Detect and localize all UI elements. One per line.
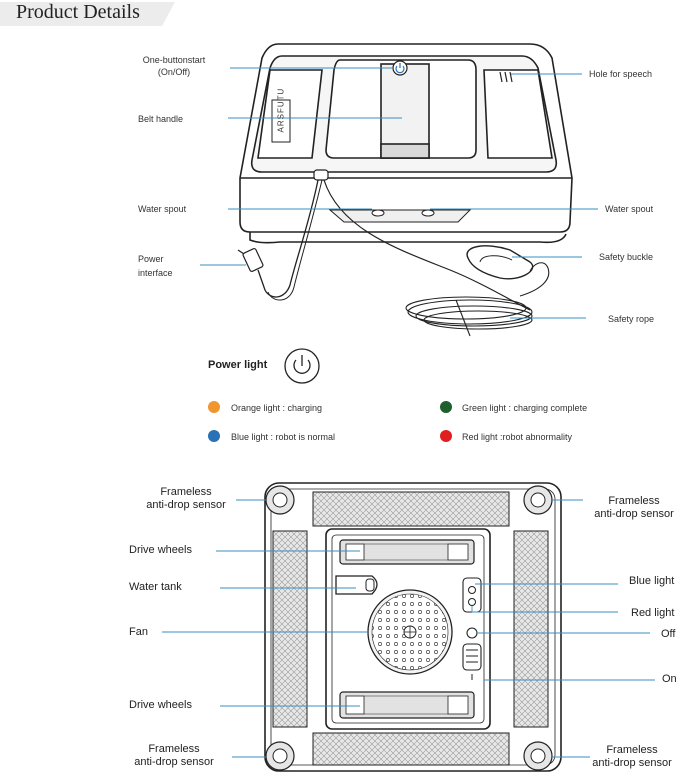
frameless-br-line1: Frameless [606, 744, 658, 756]
frameless-bl-line1: Frameless [148, 743, 200, 755]
green-light-dot [440, 401, 452, 413]
label-off: Off [661, 628, 676, 640]
label-frameless-top-right: Frameless anti-drop sensor [584, 495, 679, 521]
label-belt-handle: Belt handle [138, 114, 184, 124]
label-one-button-line1: One-buttonstart [142, 55, 206, 65]
blue-light-dot [208, 430, 220, 442]
red-light-dot [440, 430, 452, 442]
legend-blue: Blue light : robot is normal [231, 432, 336, 442]
label-drive-wheels-bottom: Drive wheels [129, 699, 192, 711]
frameless-tr-line1: Frameless [608, 495, 660, 507]
label-blue-light: Blue light [629, 575, 675, 587]
label-water-spout-right: Water spout [605, 204, 654, 214]
label-drive-wheels-top: Drive wheels [129, 544, 192, 556]
brand-text: ARSFUTU [276, 87, 286, 133]
orange-light-dot [208, 401, 220, 413]
frameless-bl-line2: anti-drop sensor [134, 756, 214, 768]
page-title: Product Details [16, 1, 140, 23]
frameless-tr-line2: anti-drop sensor [594, 508, 674, 520]
label-safety-rope: Safety rope [608, 314, 655, 324]
label-red-light: Red light [631, 607, 675, 619]
label-frameless-bottom-right: Frameless anti-drop sensor [582, 744, 679, 770]
legend-orange: Orange light : charging [231, 403, 323, 413]
robot-body [239, 43, 573, 244]
label-water-spout-left: Water spout [138, 204, 187, 214]
label-hole-for-speech: Hole for speech [589, 69, 653, 79]
label-frameless-bottom-left: Frameless anti-drop sensor [124, 743, 224, 769]
label-power-interface: Power interface [138, 253, 173, 279]
frameless-br-line2: anti-drop sensor [592, 757, 672, 769]
label-one-button-line2: (On/Off) [157, 67, 191, 77]
label-power-line2: interface [138, 268, 173, 278]
title-banner [0, 0, 180, 28]
legend-red: Red light :robot abnormality [462, 432, 573, 442]
label-on: On [662, 673, 677, 685]
power-light-title: Power light [208, 359, 268, 371]
label-frameless-top-left: Frameless anti-drop sensor [138, 486, 234, 512]
frameless-tl-line1: Frameless [160, 486, 212, 498]
label-power-line1: Power [138, 254, 164, 264]
label-safety-buckle: Safety buckle [599, 252, 654, 262]
label-fan: Fan [129, 626, 148, 638]
title-banner-shape [0, 2, 175, 26]
label-one-button-start: One-buttonstart (On/Off) [132, 54, 216, 78]
frameless-tl-line2: anti-drop sensor [146, 499, 226, 511]
legend-green: Green light : charging complete [462, 403, 588, 413]
label-water-tank: Water tank [129, 581, 182, 593]
